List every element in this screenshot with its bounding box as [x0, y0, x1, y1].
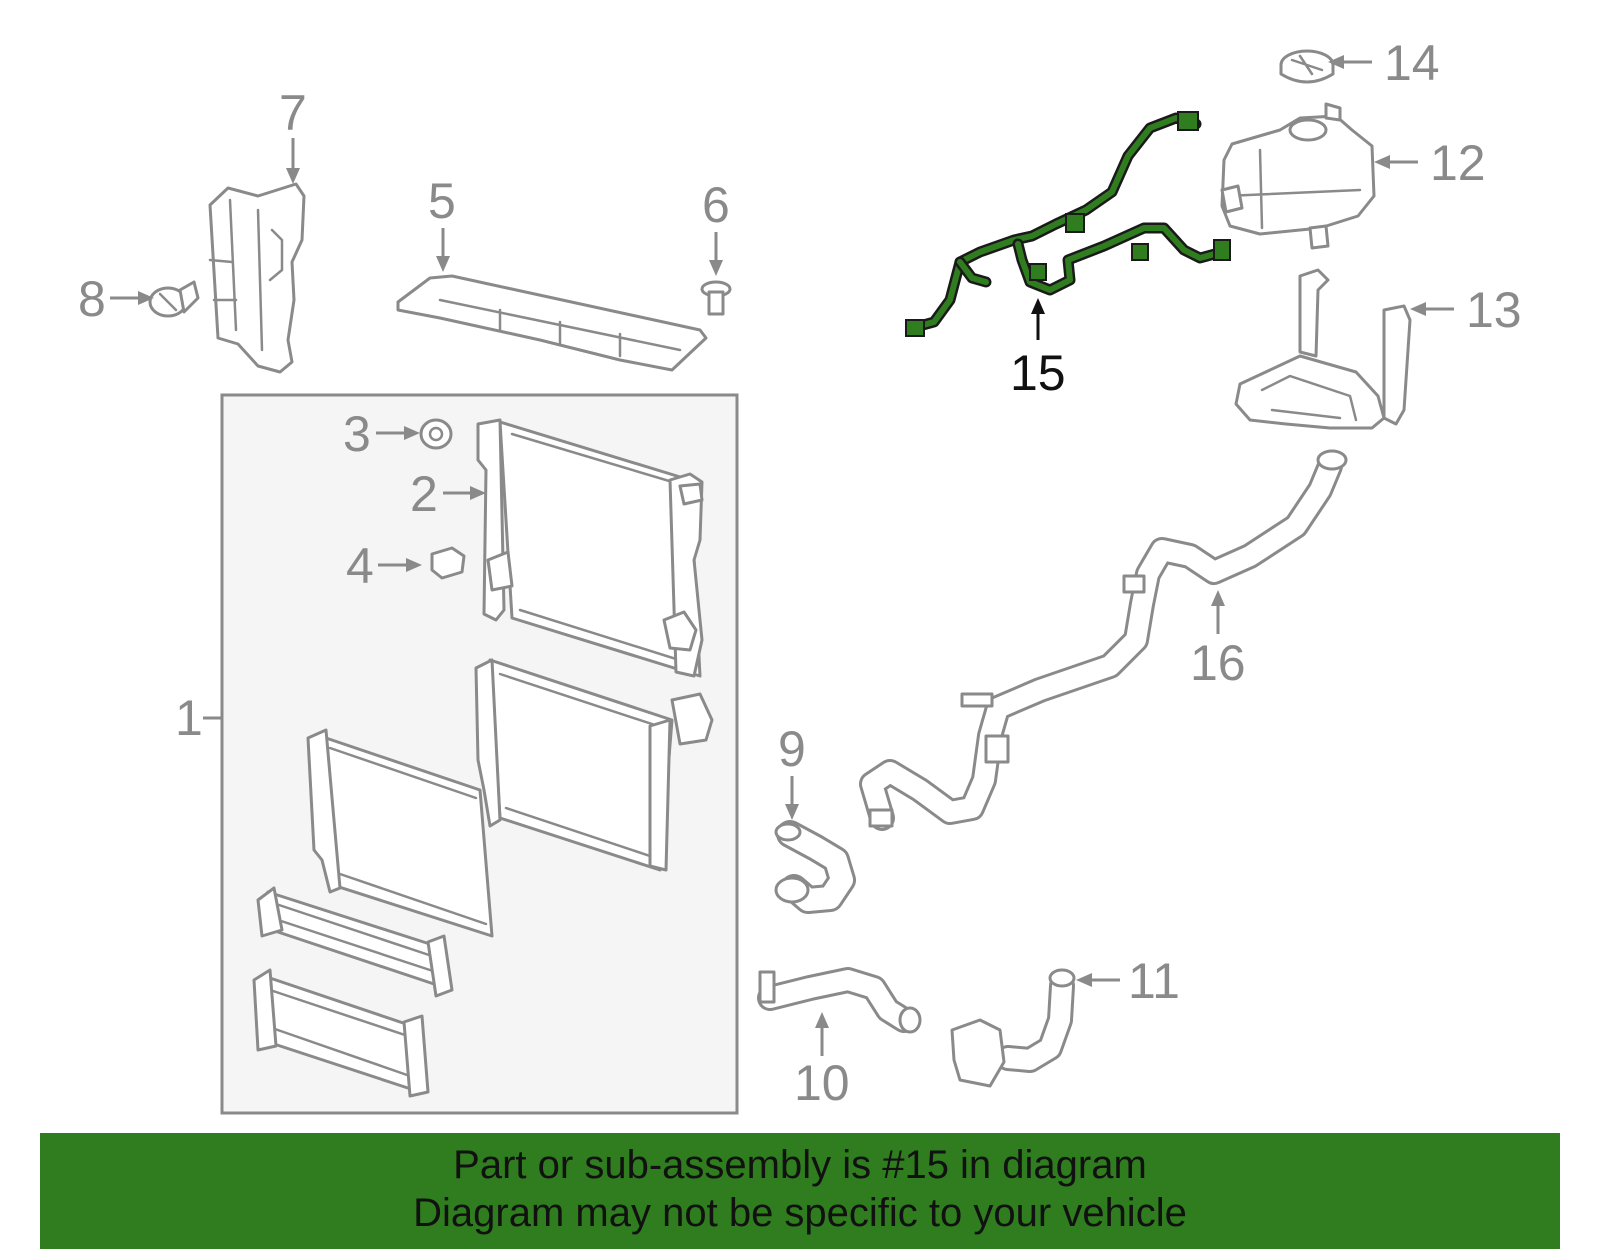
callout-2: 2 — [410, 466, 438, 522]
arrow-16 — [1211, 590, 1225, 606]
arrow-14 — [1328, 55, 1344, 69]
arrow-2 — [470, 486, 486, 500]
part-16-hose — [859, 449, 1348, 831]
arrow-8 — [138, 291, 154, 305]
part-2-radiator — [476, 418, 704, 678]
info-banner: Part or sub-assembly is #15 in diagram D… — [40, 1133, 1560, 1249]
arrow-9 — [785, 804, 799, 820]
part-11-hose — [950, 968, 1076, 1088]
arrow-3 — [404, 426, 420, 440]
callout-12: 12 — [1430, 135, 1486, 191]
part-13-bracket — [1234, 268, 1412, 430]
part-4-bracket — [430, 546, 466, 580]
part-14-cap — [1279, 49, 1335, 84]
callout-5: 5 — [428, 173, 456, 229]
arrow-11 — [1076, 973, 1092, 987]
banner-line-2: Diagram may not be specific to your vehi… — [413, 1191, 1187, 1235]
arrow-12 — [1374, 155, 1390, 169]
arrow-13 — [1410, 302, 1426, 316]
banner-line-1: Part or sub-assembly is #15 in diagram — [453, 1143, 1147, 1187]
callout-15: 15 — [1010, 345, 1066, 401]
callout-9: 9 — [778, 721, 806, 777]
aux-radiator — [306, 728, 494, 938]
callout-16: 16 — [1190, 635, 1246, 691]
callout-10: 10 — [794, 1055, 850, 1111]
part-6-bolt — [700, 280, 732, 316]
callout-14: 14 — [1384, 35, 1440, 91]
callout-7: 7 — [279, 85, 307, 141]
callout-13: 13 — [1466, 282, 1522, 338]
arrow-5 — [436, 256, 450, 272]
callout-4: 4 — [346, 538, 374, 594]
arrow-6 — [709, 260, 723, 276]
part-12-reservoir — [1220, 102, 1376, 250]
part-10-hose — [757, 967, 922, 1034]
callout-6: 6 — [702, 177, 730, 233]
part-15-hose-assembly — [905, 111, 1231, 337]
arrow-7 — [286, 168, 300, 184]
part-3-insulator — [419, 418, 453, 450]
arrow-10 — [815, 1012, 829, 1028]
callout-3: 3 — [343, 406, 371, 462]
oil-cooler — [252, 968, 430, 1098]
part-9-hose — [774, 820, 856, 914]
callout-11: 11 — [1128, 953, 1180, 1009]
callout-1: 1 — [175, 690, 203, 746]
callout-8: 8 — [78, 271, 106, 327]
part-5-upper-shield — [396, 274, 708, 372]
arrow-4 — [406, 558, 422, 572]
condenser — [474, 658, 714, 872]
part-8-push-clip — [148, 280, 200, 318]
trans-cooler — [256, 886, 454, 998]
arrow-15 — [1031, 298, 1045, 314]
part-7-air-deflector — [208, 182, 306, 374]
